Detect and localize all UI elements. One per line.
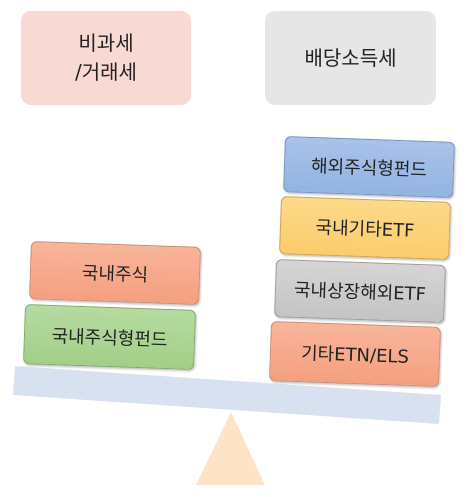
block-domestic-listed-overseas-etf-label: 국내상장해외ETF [293,279,427,306]
block-domestic-stock-fund-label: 국내주식형펀드 [51,325,168,352]
header-tax-exempt: 비과세 /거래세 [21,11,191,105]
block-overseas-stock-fund-label: 해외주식형펀드 [310,155,428,182]
block-overseas-stock-fund: 해외주식형펀드 [283,136,455,198]
header-tax-exempt-label: 비과세 /거래세 [75,31,137,84]
header-dividend-tax-label: 배당소득세 [304,45,397,70]
block-domestic-listed-overseas-etf: 국내상장해외ETF [274,259,446,323]
fulcrum-triangle [196,412,265,485]
balance-beam [13,366,441,424]
block-domestic-other-etf: 국내기타ETF [279,196,451,260]
block-other-etn-els: 기타ETN/ELS [269,321,441,387]
block-domestic-stock: 국내주식 [29,241,201,305]
block-domestic-stock-label: 국내주식 [81,262,149,287]
block-domestic-other-etf-label: 국내기타ETF [315,217,415,242]
header-dividend-tax: 배당소득세 [265,11,436,105]
block-other-etn-els-label: 기타ETN/ELS [300,343,410,368]
block-domestic-stock-fund: 국내주식형펀드 [23,304,196,370]
